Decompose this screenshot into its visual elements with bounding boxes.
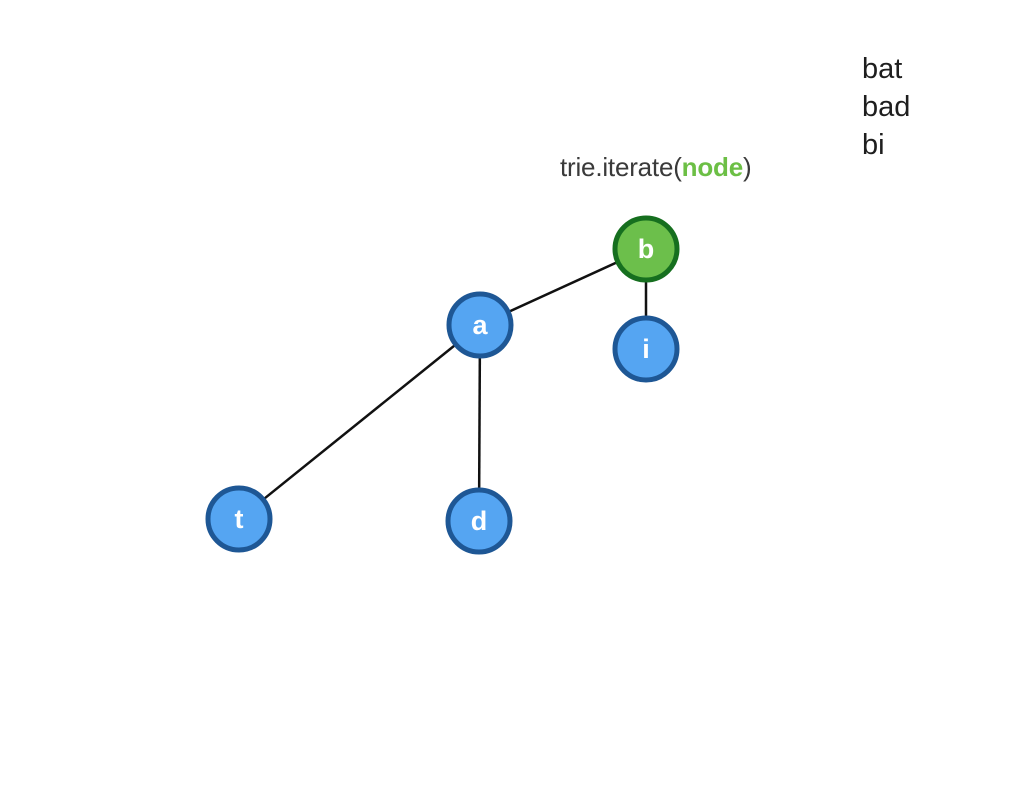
trie-node-label-t: t [235,504,244,534]
trie-node-label-b: b [638,234,655,264]
word-list: bat bad bi [862,50,910,164]
trie-node-a: a [446,291,514,359]
trie-node-circle-t [205,485,273,553]
trie-node-circle-a [446,291,514,359]
trie-node-label-d: d [471,506,488,536]
trie-node-b: b [612,215,680,283]
code-caption-suffix: ) [742,152,752,182]
word-item: bat [862,53,903,85]
code-caption-argument: node [681,152,744,182]
code-caption-prefix: trie.iterate( [560,152,682,182]
word-item: bad [862,91,911,123]
trie-edge-a-t [238,324,481,520]
trie-node-t: t [205,485,273,553]
code-caption: trie.iterate(node) [560,152,752,183]
trie-node-d: d [445,487,513,555]
trie-node-label-a: a [472,310,488,340]
word-item: bi [862,129,885,161]
trie-node-circle-d [445,487,513,555]
trie-node-i: i [612,315,680,383]
trie-node-label-i: i [642,334,650,364]
trie-node-circle-b [612,215,680,283]
trie-node-circle-i [612,315,680,383]
